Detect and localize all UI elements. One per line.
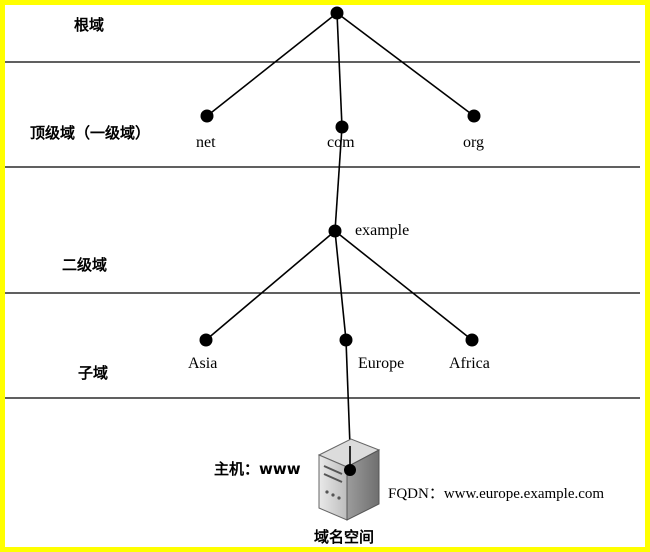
- root-node: [330, 6, 344, 20]
- node-example: [328, 224, 342, 238]
- node-net: [200, 109, 214, 123]
- node-europe: [339, 333, 353, 347]
- node-europe-label: Europe: [358, 355, 404, 372]
- node-org: [467, 109, 481, 123]
- edge-example-europe: [334, 230, 347, 341]
- node-net-label: net: [196, 134, 216, 151]
- level-top-label: 顶级域（一级域）: [30, 124, 150, 142]
- node-example-label: example: [355, 222, 409, 239]
- edge-example-africa: [334, 230, 473, 341]
- server-icon: [317, 438, 381, 521]
- level-root-label: 根域: [74, 16, 104, 34]
- node-asia: [199, 333, 213, 347]
- edge-root-net: [206, 12, 338, 117]
- fqdn-label: FQDN：www.europe.example.com: [388, 486, 604, 502]
- node-com: [335, 120, 349, 134]
- namespace-caption: 域名空间: [314, 528, 374, 546]
- node-asia-label: Asia: [188, 355, 217, 372]
- host-label: 主机：www: [214, 460, 301, 478]
- level-sub-label: 子域: [78, 364, 108, 382]
- node-africa-label: Africa: [449, 355, 490, 372]
- node-com-label: com: [327, 134, 355, 151]
- edge-example-asia: [205, 230, 336, 341]
- node-org-label: org: [463, 134, 484, 151]
- edge-root-org: [336, 12, 475, 117]
- edge-europe-host: [345, 339, 351, 447]
- edge-com-example: [334, 126, 343, 232]
- level-second-label: 二级域: [62, 256, 107, 274]
- edge-root-com: [336, 12, 343, 128]
- node-africa: [465, 333, 479, 347]
